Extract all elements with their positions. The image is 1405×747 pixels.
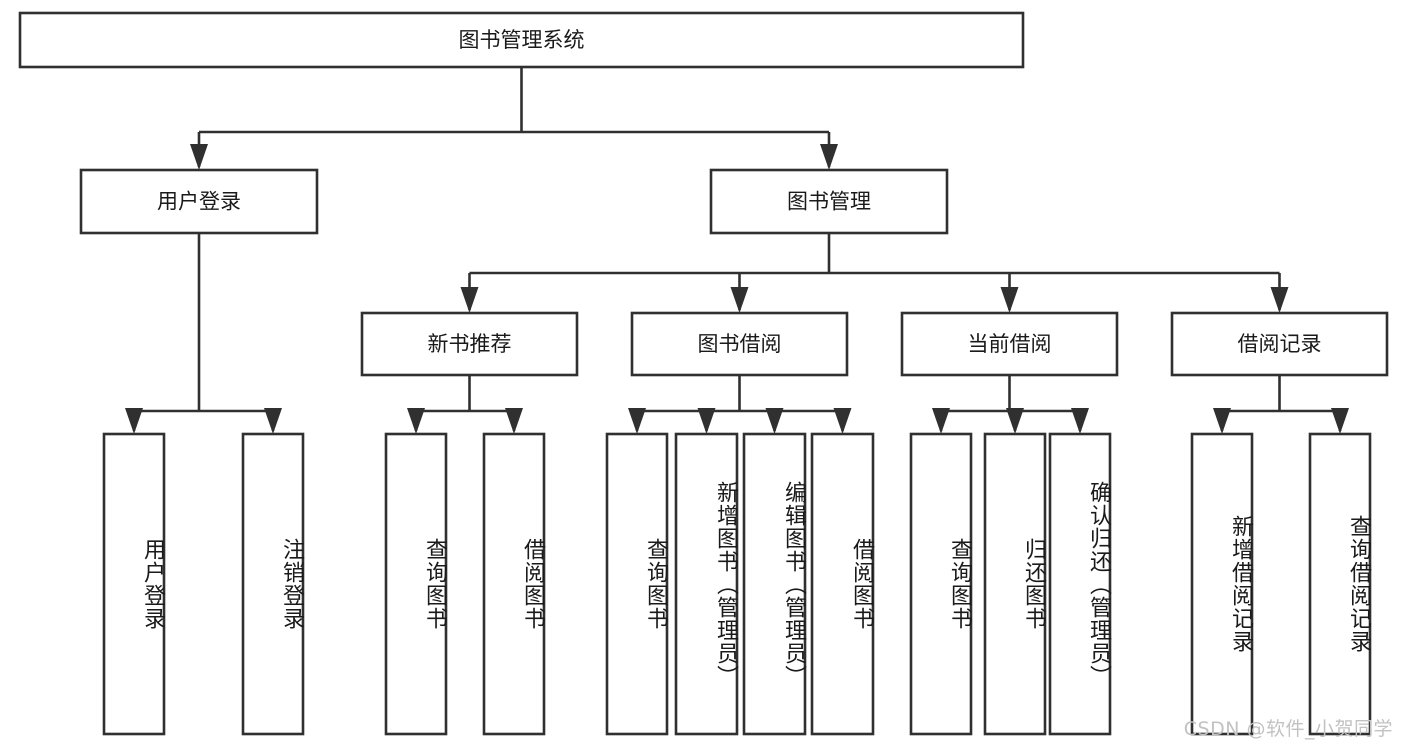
node-box-leaf-4[interactable] (605, 432, 669, 736)
node-box-level2-0[interactable] (79, 168, 319, 235)
node-box-level3-2[interactable] (900, 311, 1119, 377)
node-box-leaf-0[interactable] (102, 432, 166, 736)
arrow-head-icon-new-book-0 (407, 408, 425, 434)
node-label-level2-1: 图书管理 (787, 190, 871, 214)
node-label-level3-2: 当前借阅 (968, 332, 1052, 356)
node-box-leaf-5[interactable] (674, 432, 739, 736)
node-box-level2-1[interactable] (709, 168, 949, 235)
arrow-head-icon-book-borrow-0 (628, 408, 646, 434)
arrow-head-icon-level3-1 (730, 287, 749, 313)
node-box-leaf-7[interactable] (810, 432, 875, 736)
arrow-head-icon-book-borrow-2 (765, 408, 784, 434)
watermark-text: CSDN @软件_小贺同学 (1183, 718, 1393, 740)
node-box-leaf-1[interactable] (241, 432, 305, 736)
node-box-leaf-10[interactable] (1048, 432, 1112, 736)
node-box-leaf-8[interactable] (909, 432, 973, 736)
arrow-head-icon-user-login-1 (264, 408, 282, 434)
arrow-head-icon-current-borrow-2 (1071, 408, 1089, 434)
node-label-level3-3: 借阅记录 (1238, 332, 1322, 356)
arrow-head-icon-user-login-0 (125, 408, 143, 434)
node-box-level3-3[interactable] (1170, 311, 1389, 377)
arrow-head-icon-level2-0 (190, 144, 208, 170)
node-box-root[interactable] (18, 11, 1025, 69)
arrow-head-icon-book-borrow-3 (833, 408, 852, 434)
arrow-head-icon-current-borrow-0 (932, 408, 950, 434)
arrow-head-icon-level3-2 (1000, 287, 1019, 313)
arrow-head-icon-level3-0 (460, 287, 479, 313)
node-label-level3-1: 图书借阅 (698, 332, 782, 356)
node-box-leaf-9[interactable] (983, 432, 1047, 736)
node-boxes (18, 11, 1389, 736)
node-label-root: 图书管理系统 (459, 28, 585, 52)
node-box-leaf-11[interactable] (1190, 432, 1254, 736)
node-label-level2-0: 用户登录 (157, 190, 241, 214)
node-box-leaf-6[interactable] (742, 432, 807, 736)
node-label-level3-0: 新书推荐 (428, 332, 512, 356)
node-box-level3-0[interactable] (360, 311, 579, 377)
node-box-leaf-2[interactable] (384, 432, 448, 736)
connector-lines (125, 67, 1349, 434)
arrow-head-icon-level3-3 (1270, 287, 1289, 313)
arrow-head-icon-new-book-1 (505, 408, 523, 434)
arrow-head-icon-level2-1 (820, 144, 838, 170)
arrow-head-icon-current-borrow-1 (1006, 408, 1024, 434)
node-box-leaf-12[interactable] (1308, 432, 1372, 736)
node-box-leaf-3[interactable] (482, 432, 546, 736)
arrow-head-icon-book-borrow-1 (697, 408, 716, 434)
arrow-head-icon-borrow-record-0 (1213, 408, 1231, 434)
arrow-head-icon-borrow-record-1 (1331, 408, 1349, 434)
node-box-level3-1[interactable] (630, 311, 849, 377)
